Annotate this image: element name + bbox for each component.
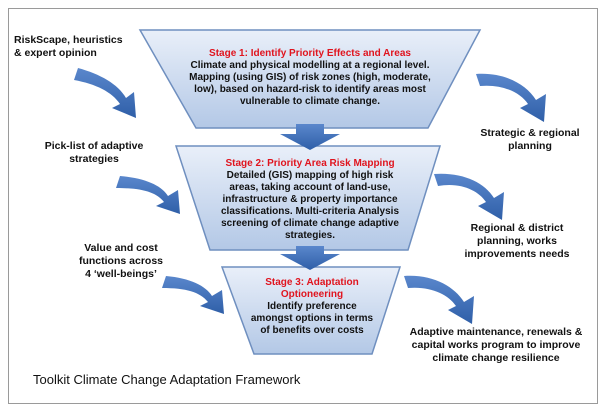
stage3-line: of benefits over costs: [260, 325, 364, 336]
stage3-title-line: Stage 3: Adaptation: [265, 277, 359, 288]
output-arrow-3: [404, 275, 474, 324]
stage1-line: Mapping (using GIS) of risk zones (high,…: [189, 72, 431, 83]
input-line: Value and cost: [84, 242, 158, 254]
input-line: 4 ‘well-beings’: [85, 268, 157, 280]
stage1-title: Stage 1: Identify Priority Effects and A…: [209, 48, 411, 59]
stage2-line: Detailed (GIS) mapping of high risk: [226, 170, 394, 181]
input-label-2: Pick-list of adaptive strategies: [34, 140, 154, 166]
output-line: planning, works: [477, 235, 557, 247]
diagram-caption: Toolkit Climate Change Adaptation Framew…: [33, 372, 301, 387]
output-label-3: Adaptive maintenance, renewals & capital…: [398, 326, 594, 365]
stage1-line: Climate and physical modelling at a regi…: [190, 60, 430, 71]
stage1-text: Stage 1: Identify Priority Effects and A…: [150, 48, 470, 108]
input-line: functions across: [78, 255, 164, 267]
input-line: RiskScape, heuristics: [14, 34, 123, 46]
input-label-3: Value and cost functions across 4 ‘well-…: [66, 242, 176, 281]
stage1-line: vulnerable to climate change.: [239, 96, 381, 107]
down-arrow-2: [280, 246, 340, 270]
input-line: & expert opinion: [14, 47, 97, 59]
stage2-line: classifications. Multi-criteria Analysis: [220, 206, 400, 217]
stage2-line: screening of climate change adaptive: [221, 218, 399, 229]
input-line: strategies: [69, 153, 119, 165]
stage3-line: amongst options in terms: [250, 313, 374, 324]
output-line: Regional & district: [470, 222, 564, 234]
stage2-title: Stage 2: Priority Area Risk Mapping: [225, 158, 395, 169]
output-arrow-2: [434, 173, 504, 220]
output-line: capital works program to improve: [411, 339, 581, 351]
stage2-line: strategies.: [284, 230, 336, 241]
stage2-funnel: [174, 145, 442, 251]
output-line: climate change resilience: [432, 352, 560, 364]
output-label-2: Regional & district planning, works impr…: [452, 222, 582, 261]
output-line: Strategic & regional: [480, 127, 580, 139]
input-arrow-2: [116, 176, 180, 214]
input-arrow-3: [162, 276, 224, 314]
output-arrow-1: [476, 73, 546, 122]
stage3-line: Identify preference: [267, 301, 357, 312]
stage3-text: Stage 3: Adaptation Optioneering Identif…: [240, 277, 384, 337]
stage1-funnel: [138, 29, 482, 129]
output-line: improvements needs: [464, 248, 570, 260]
input-arrow-1: [74, 68, 136, 118]
input-line: Pick-list of adaptive: [44, 140, 144, 152]
output-line: Adaptive maintenance, renewals &: [409, 326, 583, 338]
output-line: planning: [508, 140, 552, 152]
stage1-line: low), based on hazard-risk to identify a…: [194, 84, 426, 95]
stage2-text: Stage 2: Priority Area Risk Mapping Deta…: [200, 158, 420, 242]
stage2-line: infrastructure & property importance: [222, 194, 398, 205]
input-label-1: RiskScape, heuristics & expert opinion: [14, 34, 134, 60]
stage2-line: areas, taking account of land-use,: [229, 182, 391, 193]
stage3-title-line: Optioneering: [280, 289, 344, 300]
stage3-funnel: [220, 266, 402, 355]
down-arrow-1: [280, 124, 340, 150]
output-label-1: Strategic & regional planning: [470, 127, 590, 153]
diagram-frame: [8, 8, 598, 404]
